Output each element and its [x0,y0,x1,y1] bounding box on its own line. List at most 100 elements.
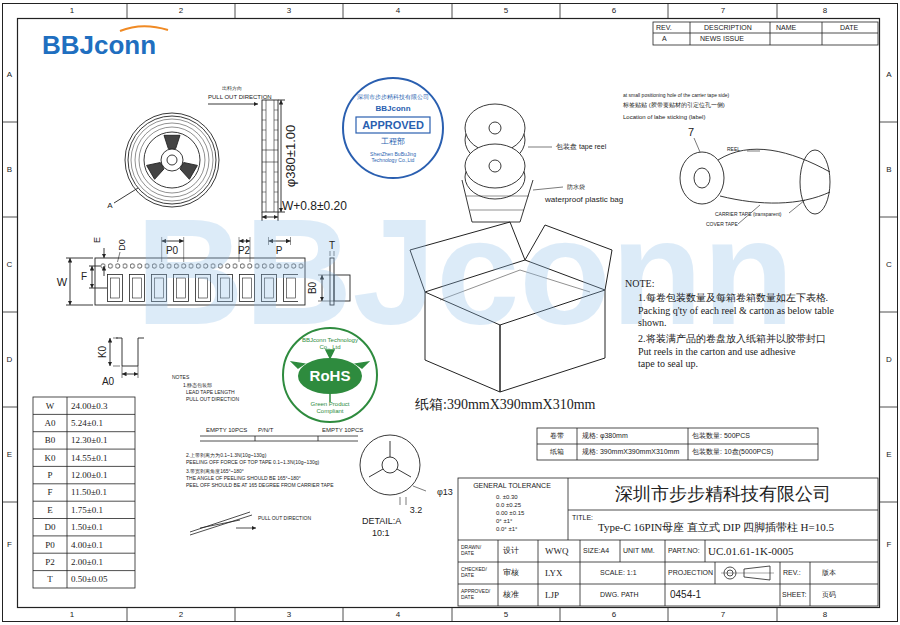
dimension-table-part [33,397,135,588]
grid-reference: D [886,355,892,364]
grid-reference: F [887,540,892,549]
packing-note: NOTES [172,375,189,381]
tape-dimension: P0 [166,245,178,257]
packing-note: P/N/T [258,427,273,434]
grid-reference: 8 [823,610,827,619]
packing-note: 1.每卷包装数量及每箱卷箱数量如左下表格. [638,292,828,304]
packing-note: Put reels in the carton and use adhesive… [638,346,803,369]
detail-view-part [400,497,406,505]
title-block-cell: LJP [545,590,559,600]
packing-note: 2.将装满产品的卷盘放入纸箱并以胶带封口 [638,333,826,345]
title-block-cell: GENERAL TOLERANCE [473,482,551,490]
packing-illustration-part [528,147,563,190]
packing-note: 3.带宽剥离角度165°~180° [186,469,244,475]
carrier-tape-part [269,241,291,242]
carton-box-part [525,225,612,290]
title-block-cell: 核准 [503,590,519,599]
label-location-sketch-part [800,150,830,214]
carrier-tape-part [70,258,71,305]
dimension-table-cell: 12.00±0.1 [71,470,107,480]
carrier-tape-part [334,275,350,301]
grid-reference: A [886,70,891,79]
title-block-cell: WWQ [545,546,569,556]
carrier-tape-part [89,266,107,288]
packing-callout: 防水袋 [567,184,585,191]
packing-note: LEAD TAPE LENGTH [186,390,235,396]
dimension-table-cell: W [46,401,55,411]
packing-illustration-part [462,180,533,222]
title-block-cell: PART.NO: [668,547,700,555]
packing-note: PEELING OFF FORCE OF TOP TAPE 0.1~1.3N(1… [186,460,319,466]
dimension-table [33,397,135,588]
tape-reel-front-part [114,188,138,203]
packing-callout: waterproof plastic bag [545,195,623,204]
title-block-cell: DWG. PATH [600,591,639,599]
tape-reel-front-part [131,119,213,201]
grid-reference: 7 [721,6,725,15]
packing-note: PULL OUT DIRECTION [258,516,311,522]
grid-reference: 6 [612,610,616,619]
label-location-note: 7 [688,126,694,139]
detail-label: DETAIL:A [362,516,401,526]
drawing-frame [2,3,898,622]
packing-table-cell: 包装数量: 10盘(5000PCS) [692,448,773,456]
projection-symbol-part [721,573,774,574]
tape-reel-front [114,113,219,207]
pocket-section-part [122,374,138,375]
revision-cell: DESCRIPTION [704,24,752,32]
dimension-table-cell: D0 [45,522,56,532]
title-block-cell: 0.0 ±0.25 [496,502,521,509]
rohs-stamp-text: BBJconn Technology Co., Ltd [299,337,361,351]
title-block-cell: UNIT MM. [623,547,655,555]
tape-dimension: P2 [238,245,250,257]
revision-cell: A [662,35,667,43]
tape-reel-front-part [161,149,183,171]
title-block-cell: REV.: [783,569,801,577]
dimension-table-cell: A0 [45,418,56,428]
carrier-tape-part [101,262,305,270]
packing-illustration-part [489,160,501,172]
tape-dimension: T [329,240,335,252]
grid-reference: 4 [396,6,400,15]
pocket-section-part [113,338,120,366]
reel-dimension: PULL OUT DIRECTION [208,94,272,101]
label-location-sketch [680,138,830,224]
packing-sketch-part [190,512,252,535]
detail-view-part [413,486,426,491]
title-block-cell: 0.0° ±1° [496,526,517,533]
dimension-table-cell: T [47,574,53,584]
tape-dimension: F [81,271,87,283]
carrier-tape-part [95,258,305,305]
dimension-table-cell: P [47,470,52,480]
packing-note: 2.上带剥离力为0.1~1.3N(10g~130g) [186,453,266,459]
title-block-cell: 0454-1 [670,589,701,601]
packing-table-cell: 规格: φ380mm [582,432,628,440]
tape-reel-front-part [139,127,205,193]
packing-note: Packing q'ty of each reel & carton as be… [638,305,853,328]
grid-reference: C [7,260,13,269]
label-location-sketch-part [680,152,724,204]
tape-reel-front-part [125,113,219,207]
carton-box-part [425,292,500,392]
carton-box-part [410,222,525,292]
tape-reel-front-part [128,116,216,204]
grid-reference: B [7,165,12,174]
carton-box [410,222,612,392]
packing-sketch-part [200,436,358,441]
approval-stamp-text: APPROVED [362,119,424,132]
grid-reference: C [886,260,892,269]
dimension-table-cell: E [47,505,53,515]
title-block-cell: 0. ±0.30 [496,494,518,501]
dimension-table-cell: K0 [45,453,56,463]
detail-view-part [369,441,411,477]
title-block-cell: 0.00 ±0.15 [496,510,524,517]
tape-dimension: B0 [307,282,319,294]
tape-dimension: D0 [117,239,127,251]
packing-table-cell: 纸箱 [550,448,564,456]
pocket-section-part [122,366,138,378]
label-location-note: REEL [727,147,740,153]
carrier-tape-part [162,237,291,262]
title-block-cell: SHEET: [782,591,807,599]
approved-stamp-part [356,117,430,133]
pocket-section-part [110,338,111,366]
